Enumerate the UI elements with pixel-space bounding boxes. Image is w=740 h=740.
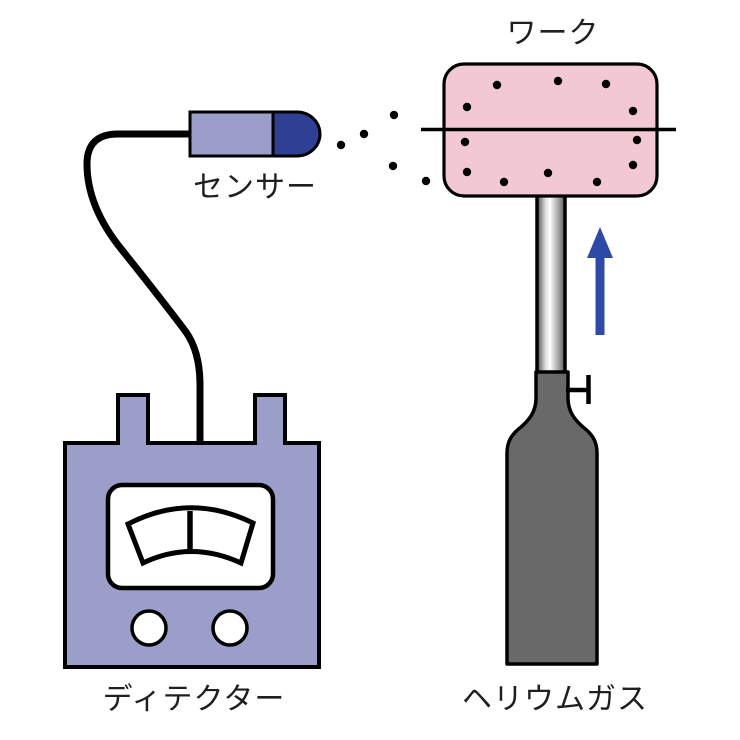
sensor-tip: [271, 110, 322, 158]
sensor-cable: [83, 130, 204, 448]
helium-dot: [553, 76, 563, 86]
helium-dot: [628, 106, 638, 116]
gas-cylinder: [505, 370, 599, 666]
helium-gas-label: ヘリウムガス: [462, 683, 648, 716]
work-leak-dots: [460, 76, 642, 187]
knob-right: [211, 609, 249, 647]
work-label: ワーク: [506, 17, 600, 50]
helium-dot: [421, 176, 431, 186]
knob-left: [130, 609, 168, 647]
helium-dot: [632, 135, 642, 145]
helium-dot: [389, 110, 399, 120]
helium-dot: [592, 177, 602, 187]
helium-dot: [492, 80, 502, 90]
helium-dot: [388, 161, 398, 171]
helium-dot: [460, 137, 470, 147]
helium-dot: [462, 102, 472, 112]
helium-dot: [601, 79, 611, 89]
cylinder-valve: [566, 375, 591, 404]
helium-dot: [543, 168, 553, 178]
gas-tube: [535, 188, 567, 376]
helium-dot: [628, 160, 638, 170]
sensor-probe: [188, 110, 322, 158]
sensor-handle: [188, 110, 275, 158]
helium-dot: [499, 177, 509, 187]
helium-dot: [336, 140, 346, 150]
work-piece: [421, 62, 676, 198]
detector-unit: [63, 393, 321, 669]
spray-dots: [336, 110, 431, 186]
up-arrow-icon: [587, 227, 613, 335]
helium-dot: [462, 167, 472, 177]
sensor-label: センサー: [193, 171, 317, 204]
helium-dot: [359, 129, 369, 139]
detector-label: ディテクター: [102, 683, 286, 716]
